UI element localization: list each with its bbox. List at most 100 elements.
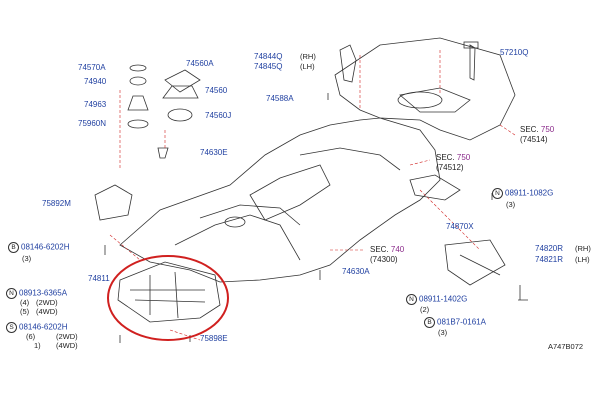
label-lh2: (LH) — [575, 255, 590, 264]
bolt-symbol: B — [424, 317, 435, 328]
label-081B7-0161A: 081B7-0161A — [437, 317, 486, 327]
label-74844Q: 74844Q — [254, 52, 283, 61]
label-74811: 74811 — [88, 274, 110, 283]
floor-pan-outline — [119, 117, 441, 283]
undercover-panel — [117, 261, 221, 323]
leader-sec750-mid — [409, 159, 431, 166]
mount-ring — [167, 108, 193, 122]
cross-member-mid — [299, 147, 401, 171]
right-bracket-upper — [409, 174, 461, 201]
right-bracket-brace — [459, 254, 501, 276]
qty-1: 1) — [34, 341, 41, 350]
section-ref-mid: SEC. 750 (74512) — [436, 153, 470, 173]
dash-front — [109, 234, 141, 261]
qty-2wd-a: (2WD) — [36, 298, 58, 307]
label-74845Q: 74845Q — [254, 62, 283, 71]
floor-hole — [224, 216, 246, 228]
nut-symbol: N — [6, 288, 17, 299]
screw-symbol: S — [6, 322, 17, 333]
section-number: 740 — [390, 245, 405, 254]
qty-4wd-b: (4WD) — [56, 341, 78, 350]
qty-3c: (3) — [438, 328, 448, 337]
rear-floor-pan — [399, 87, 471, 113]
rear-bracket — [339, 44, 357, 83]
section-part-ref: (74512) — [436, 163, 464, 172]
floor-tunnel — [249, 164, 331, 221]
label-74560J: 74560J — [205, 111, 232, 120]
label-08911-1082G: 08911-1082G — [505, 188, 554, 198]
diagram-id: A747B072 — [548, 342, 584, 351]
spare-tire-well — [397, 91, 443, 109]
label-08911-1402G: 08911-1402G — [419, 294, 468, 304]
label-rh2: (RH) — [575, 244, 591, 253]
label-08146-6202H: 08146-6202H — [21, 242, 70, 252]
bolt-small-3 — [518, 285, 528, 301]
mount-base — [127, 119, 149, 129]
rear-bolt-head — [463, 41, 479, 49]
bolt-symbol: B — [8, 242, 19, 253]
nut-symbol: N — [492, 188, 503, 199]
undercover-ribs — [130, 271, 206, 319]
section-ref-rear: SEC. 750 (74514) — [520, 125, 554, 145]
label-08913-6365A: 08913-6365A — [19, 288, 68, 298]
qty-3a: (3) — [506, 200, 516, 209]
undercover-highlight — [107, 255, 229, 341]
qty-4: (4) — [20, 298, 30, 307]
left-bracket — [94, 184, 133, 221]
label-lh: (LH) — [300, 62, 315, 71]
mount-cap — [129, 64, 147, 72]
cross-member-front — [199, 204, 301, 226]
label-74820R: 74820R — [535, 244, 564, 253]
nut-symbol: N — [406, 294, 417, 305]
label-75960N: 75960N — [78, 119, 107, 128]
rear-bolt — [469, 44, 476, 81]
leader-sec750-rear — [499, 124, 516, 136]
qty-2wd-b: (2WD) — [56, 332, 78, 341]
section-ref-front: SEC. 740 (74300) — [370, 245, 404, 265]
label-rh: (RH) — [300, 52, 316, 61]
section-number: 750 — [456, 153, 471, 162]
mount-bushing — [127, 95, 149, 111]
qty-3b: (3) — [22, 254, 32, 263]
label-74560A: 74560A — [186, 59, 214, 68]
label-74940: 74940 — [84, 77, 107, 86]
qty-6: (6) — [26, 332, 36, 341]
rear-floor-outline — [334, 37, 516, 141]
right-bracket-lower — [444, 239, 506, 286]
label-75892M: 75892M — [42, 199, 71, 208]
label-74588A: 74588A — [266, 94, 294, 103]
dash-cover — [169, 329, 201, 341]
qty-4wd-a: (4WD) — [36, 307, 58, 316]
section-part-ref: (74300) — [370, 255, 398, 264]
dash-right — [419, 189, 481, 251]
qty-2: (2) — [420, 305, 430, 314]
label-74821R: 74821R — [535, 255, 564, 264]
section-part-ref: (74514) — [520, 135, 548, 144]
tunnel-ridge — [174, 214, 301, 261]
section-label: SEC. — [520, 125, 539, 134]
label-74870X: 74870X — [446, 222, 474, 231]
label-57210Q: 57210Q — [500, 48, 529, 57]
label-75898E: 75898E — [200, 334, 228, 343]
label-74963: 74963 — [84, 100, 107, 109]
mount-clip — [157, 147, 169, 159]
label-74630E: 74630E — [200, 148, 228, 157]
label-08146-6202H-s: 08146-6202H — [19, 322, 68, 332]
mount-cup — [164, 69, 201, 93]
label-74630A: 74630A — [342, 267, 370, 276]
mount-insulator — [162, 85, 199, 99]
section-label: SEC. — [370, 245, 389, 254]
label-74570A: 74570A — [78, 63, 106, 72]
section-label: SEC. — [436, 153, 455, 162]
label-74560: 74560 — [205, 86, 228, 95]
qty-5: (5) — [20, 307, 30, 316]
section-number: 750 — [540, 125, 555, 134]
